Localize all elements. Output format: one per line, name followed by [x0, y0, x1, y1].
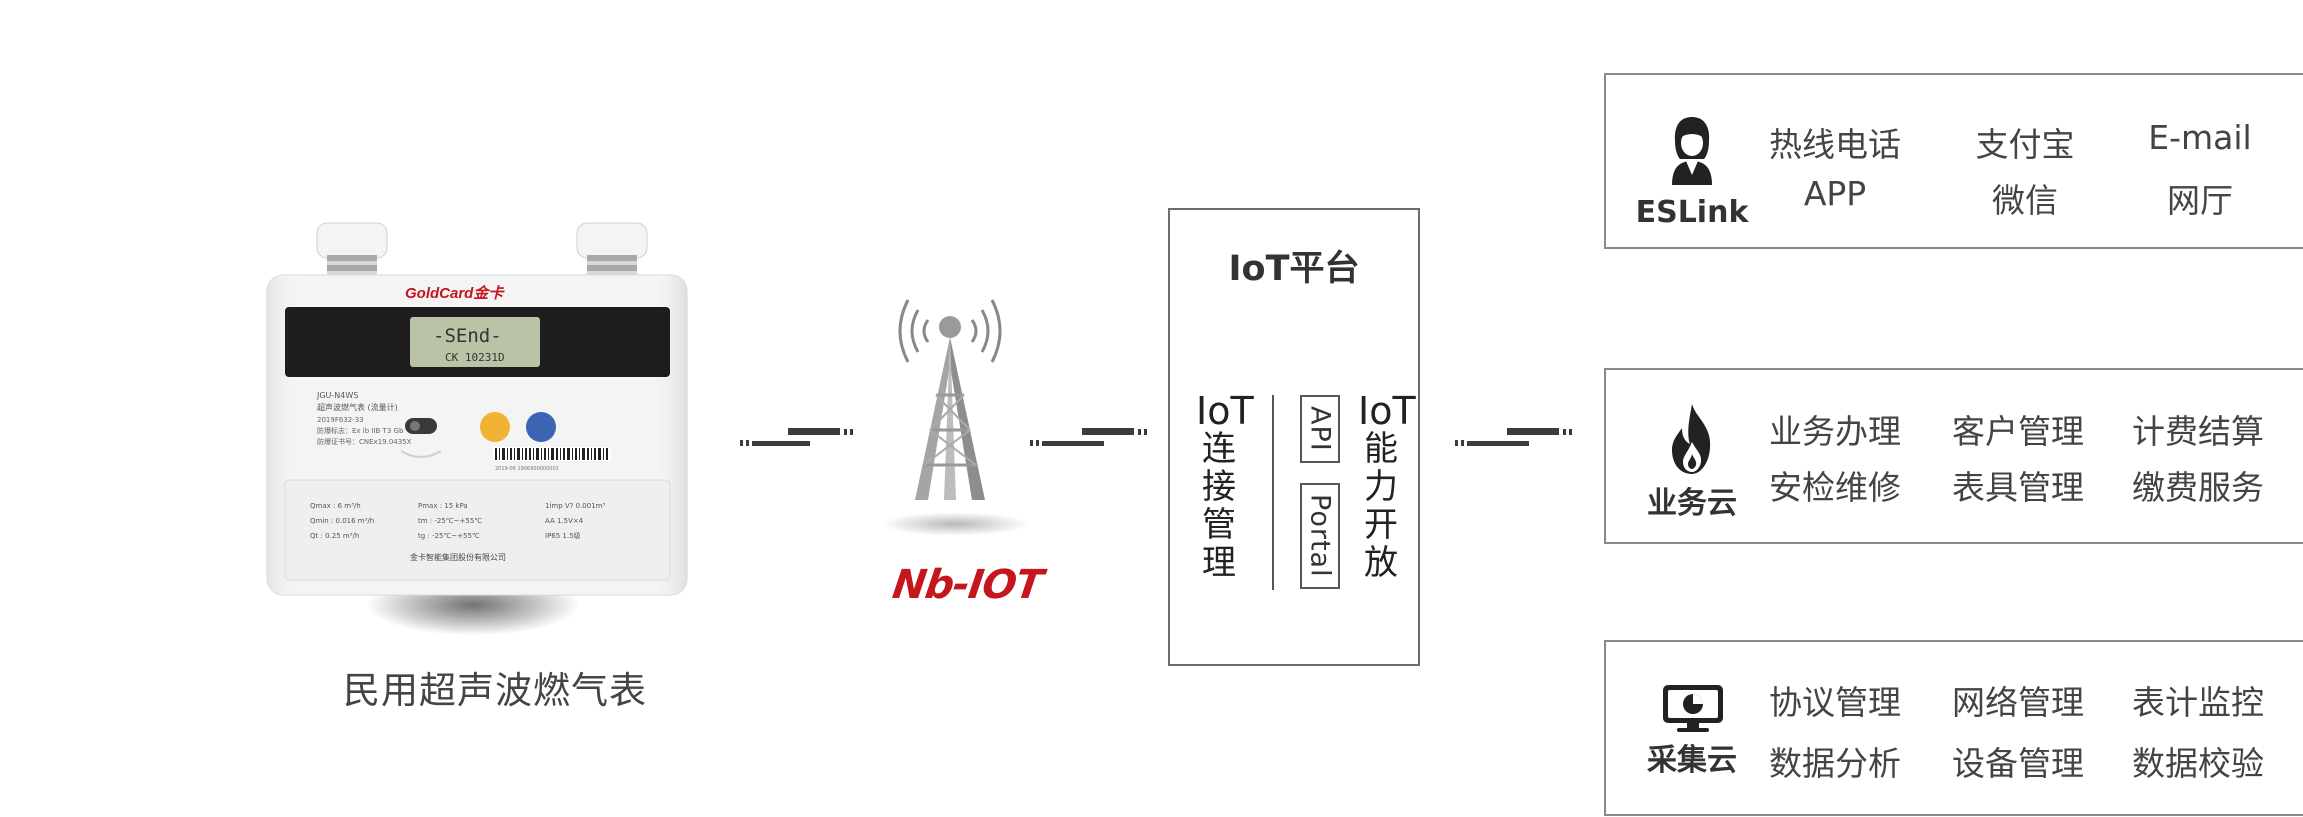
spec-text: Qmax : 6 m³/h: [310, 502, 361, 510]
service-item: 支付宝: [1955, 118, 2095, 166]
monitor-chart-icon: [1661, 683, 1725, 733]
meter-name: 超声波燃气表 (流量计): [317, 402, 398, 412]
iot-right-char: 放: [1358, 544, 1404, 582]
gas-meter-image: GoldCard金卡 -SEnd- CK 10231D JGU-N4WS 超声波…: [255, 215, 695, 635]
iot-capability-opening: IoT 能 力 开 放: [1358, 392, 1404, 582]
service-item: E-mail: [2130, 118, 2270, 157]
meter-ex-cert: 防爆证书号：CNEx19.0435X: [317, 437, 412, 446]
service-item: 网厅: [2130, 174, 2270, 222]
meter-model: JGU-N4WS: [316, 391, 358, 400]
api-badge-label: API: [1305, 406, 1336, 452]
iot-left-char: 连: [1196, 430, 1242, 468]
service-item: APP: [1765, 174, 1905, 213]
panel-business-cloud-label: 业务云: [1632, 478, 1752, 522]
meter-explosion-mark: 防爆标志：Ex ib IIB T3 Gb: [317, 426, 404, 435]
spec-text: tm : -25℃~+55℃: [418, 517, 482, 525]
service-item: 客户管理: [1938, 405, 2098, 453]
service-item: 计费结算: [2118, 405, 2278, 453]
spec-text: Qmin : 0.016 m³/h: [310, 517, 374, 525]
iot-right-latin: IoT: [1358, 392, 1404, 430]
flame-icon: [1666, 402, 1718, 476]
meter-certificate: 2019F632-33: [317, 416, 364, 424]
customer-service-icon: [1666, 113, 1718, 185]
iot-left-char: 接: [1196, 468, 1242, 506]
panel-collection-cloud-label: 采集云: [1632, 735, 1752, 779]
spec-text: Qt : 0.25 m³/h: [310, 532, 359, 540]
iot-left-char: 管: [1196, 506, 1242, 544]
nbiot-logo: Nb-IOT: [890, 562, 1045, 608]
meter-company: 金卡智能集团股份有限公司: [410, 552, 506, 562]
service-item: 协议管理: [1755, 676, 1915, 724]
iot-right-char: 能: [1358, 430, 1404, 468]
iot-left-char: 理: [1196, 544, 1242, 582]
spec-text: AA 1.5V×4: [545, 517, 584, 525]
iot-right-char: 开: [1358, 506, 1404, 544]
service-item: 数据校验: [2118, 737, 2278, 785]
iot-left-latin: IoT: [1196, 392, 1242, 430]
portal-badge-label: Portal: [1305, 494, 1336, 578]
service-item: 表具管理: [1938, 461, 2098, 509]
cell-tower-icon: [880, 275, 1020, 515]
barcode: [493, 447, 611, 461]
service-item: 业务办理: [1755, 405, 1915, 453]
tower-shadow: [880, 512, 1030, 536]
service-item: 安检维修: [1755, 461, 1915, 509]
iot-divider: [1272, 395, 1274, 590]
service-item: 网络管理: [1938, 676, 2098, 724]
service-item: 设备管理: [1938, 737, 2098, 785]
service-item: 表计监控: [2118, 676, 2278, 724]
lcd-sub-text: CK 10231D: [445, 351, 505, 364]
spec-text: Pmax : 15 kPa: [418, 502, 468, 510]
portal-badge: Portal: [1300, 483, 1340, 589]
service-item: 缴费服务: [2118, 461, 2278, 509]
service-item: 热线电话: [1765, 118, 1905, 166]
meter-brand-logo: GoldCard金卡: [405, 284, 505, 302]
meter-caption: 民用超声波燃气表: [343, 660, 647, 714]
iot-platform-title: IoT平台: [1168, 240, 1420, 291]
spec-text: tg : -25℃~+55℃: [418, 532, 480, 540]
iot-connection-management: IoT 连 接 管 理: [1196, 392, 1242, 582]
spec-text: 1imp V? 0.001m³: [545, 502, 605, 510]
lcd-main-text: -SEnd-: [433, 325, 502, 347]
service-item: 微信: [1955, 174, 2095, 222]
api-badge: API: [1300, 395, 1340, 463]
panel-eslink-label: ESLink: [1632, 195, 1752, 230]
iot-right-char: 力: [1358, 468, 1404, 506]
barcode-text: 2019-06 1906900000001: [495, 466, 559, 472]
spec-text: IP65 1.5级: [545, 531, 581, 540]
service-item: 数据分析: [1755, 737, 1915, 785]
